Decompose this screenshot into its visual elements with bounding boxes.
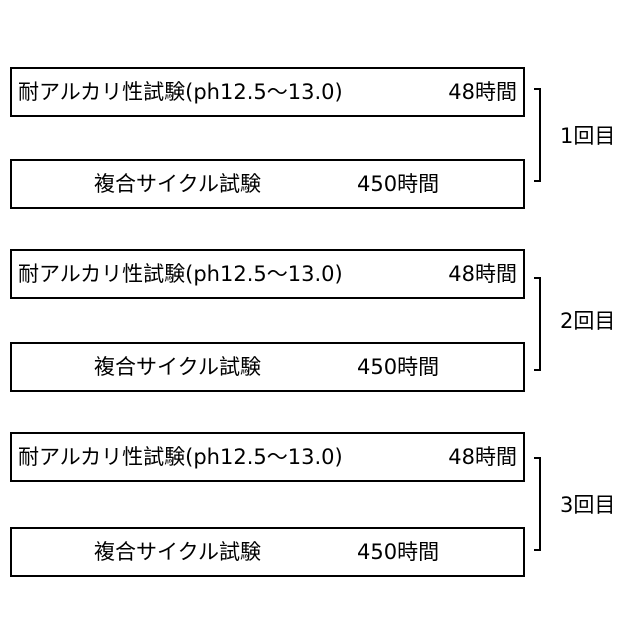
alkali-test-duration: 48時間 xyxy=(448,69,517,115)
round-1-label: 1回目 xyxy=(560,123,615,149)
alkali-test-duration: 48時間 xyxy=(448,434,517,480)
cyclic-test-name: 複合サイクル試験 xyxy=(94,161,261,207)
round-1-bracket xyxy=(534,88,541,182)
round-2-label: 2回目 xyxy=(560,308,615,334)
round-3-bracket xyxy=(534,457,541,551)
cyclic-test-duration: 450時間 xyxy=(357,161,439,207)
alkali-test-duration: 48時間 xyxy=(448,251,517,297)
round-2-cyclic-test-box: 複合サイクル試験 450時間 xyxy=(10,342,525,392)
cyclic-test-name: 複合サイクル試験 xyxy=(94,344,261,390)
alkali-test-name: 耐アルカリ性試験(ph12.5～13.0) xyxy=(18,251,343,297)
cyclic-test-duration: 450時間 xyxy=(357,529,439,575)
round-1-alkali-test-box: 耐アルカリ性試験(ph12.5～13.0) 48時間 xyxy=(10,67,525,117)
alkali-test-name: 耐アルカリ性試験(ph12.5～13.0) xyxy=(18,69,343,115)
round-2-bracket xyxy=(534,277,541,371)
round-3-cyclic-test-box: 複合サイクル試験 450時間 xyxy=(10,527,525,577)
cyclic-test-name: 複合サイクル試験 xyxy=(94,529,261,575)
round-2-alkali-test-box: 耐アルカリ性試験(ph12.5～13.0) 48時間 xyxy=(10,249,525,299)
cyclic-test-duration: 450時間 xyxy=(357,344,439,390)
round-1-cyclic-test-box: 複合サイクル試験 450時間 xyxy=(10,159,525,209)
round-3-alkali-test-box: 耐アルカリ性試験(ph12.5～13.0) 48時間 xyxy=(10,432,525,482)
round-3-label: 3回目 xyxy=(560,492,615,518)
alkali-test-name: 耐アルカリ性試験(ph12.5～13.0) xyxy=(18,434,343,480)
